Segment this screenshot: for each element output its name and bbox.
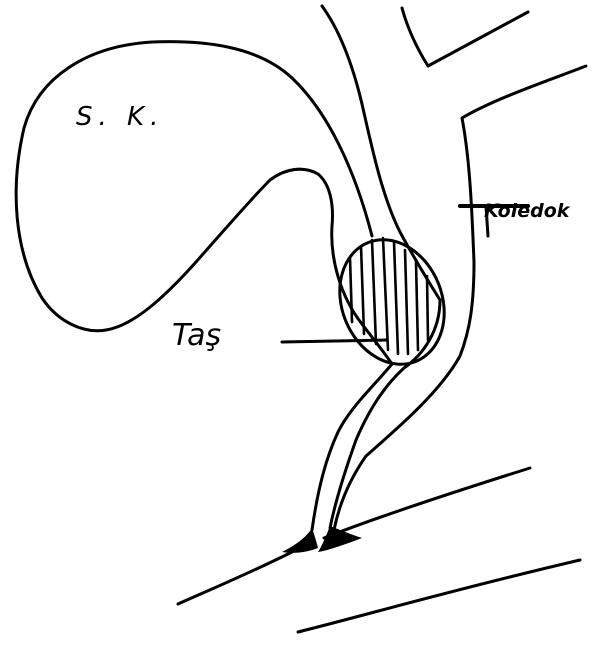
gallbladder-label: S. K. [76,102,164,132]
common-bile-duct-label: Koledok [484,200,569,222]
common-duct-left-wall [402,8,528,66]
common-duct-right-wall [334,66,586,530]
stone-leader-line [282,340,386,342]
stone-label: Taş [172,318,221,353]
cystic-duct-outer [322,6,440,300]
duodenum-lower-wall [298,560,580,632]
ink-blob-left [282,528,318,553]
gallbladder-outline [16,42,392,364]
stone-hatching [350,238,428,354]
